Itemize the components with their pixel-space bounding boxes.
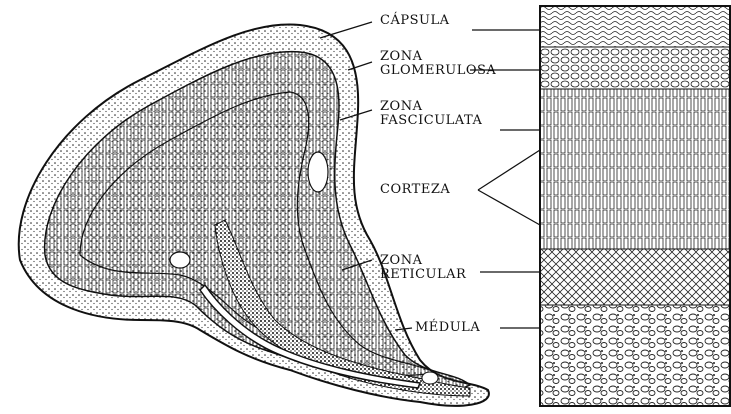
vessel bbox=[422, 372, 438, 384]
label-zona-fasciculata-line1: ZONA bbox=[380, 100, 482, 114]
leader-corteza-b bbox=[478, 190, 540, 225]
label-zona-glomerulosa-line2: GLOMERULOSA bbox=[380, 64, 496, 78]
label-zona-reticular: ZONA RETICULAR bbox=[380, 254, 466, 282]
hist-fasciculata bbox=[541, 89, 729, 249]
label-medula: MÉDULA bbox=[415, 321, 480, 335]
leader-corteza-a bbox=[478, 150, 540, 190]
leader-capsula bbox=[320, 22, 372, 38]
histology-column bbox=[540, 6, 730, 406]
label-corteza: CORTEZA bbox=[380, 183, 450, 197]
label-capsula: CÁPSULA bbox=[380, 14, 449, 28]
label-capsula-text: CÁPSULA bbox=[380, 14, 449, 28]
gland-section bbox=[19, 24, 489, 405]
hist-medula bbox=[541, 305, 729, 405]
label-medula-text: MÉDULA bbox=[415, 321, 480, 335]
hist-reticular bbox=[541, 249, 729, 305]
label-zona-fasciculata-line2: FASCICULATA bbox=[380, 114, 482, 128]
label-corteza-text: CORTEZA bbox=[380, 183, 450, 197]
vessel bbox=[170, 252, 190, 268]
hist-glomerulosa bbox=[541, 47, 729, 89]
label-zona-glomerulosa-line1: ZONA bbox=[380, 50, 496, 64]
label-zona-reticular-line2: RETICULAR bbox=[380, 268, 466, 282]
label-zona-fasciculata: ZONA FASCICULATA bbox=[380, 100, 482, 128]
label-zona-reticular-line1: ZONA bbox=[380, 254, 466, 268]
hist-capsula bbox=[541, 7, 729, 47]
vessel bbox=[308, 152, 328, 192]
label-zona-glomerulosa: ZONA GLOMERULOSA bbox=[380, 50, 496, 78]
